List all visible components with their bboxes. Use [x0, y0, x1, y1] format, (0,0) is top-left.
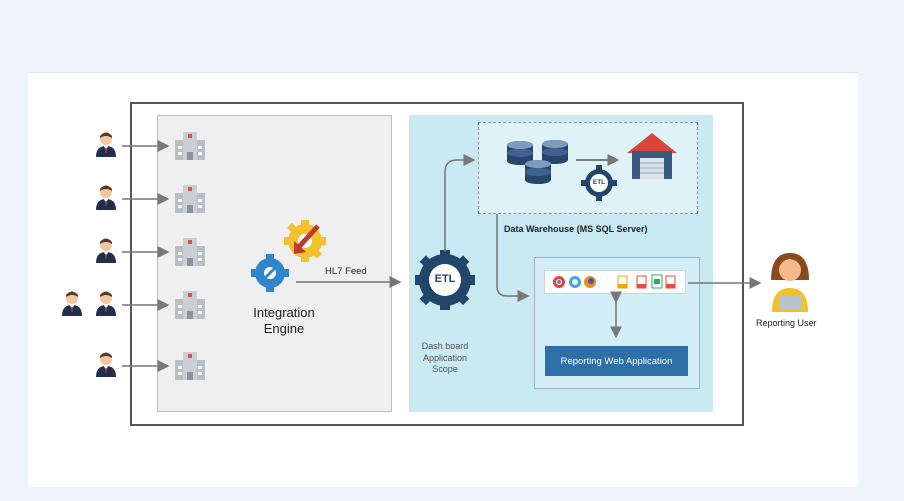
- document-icon: [665, 275, 676, 289]
- gear-icon: [251, 254, 289, 292]
- arrow: [444, 154, 476, 252]
- database-icon: [525, 160, 551, 184]
- gear-icon: [284, 220, 326, 262]
- person-icon: [96, 238, 116, 263]
- document-icon: [651, 274, 663, 289]
- gear-icon: [415, 250, 475, 310]
- etl-main-label: ETL: [434, 273, 456, 285]
- safari-icon: [569, 276, 581, 288]
- chrome-icon: [553, 276, 565, 288]
- dashboard-scope-label: Dash board Application Scope: [421, 341, 469, 374]
- reporting-user-label: Reporting User: [756, 318, 817, 328]
- person-icon: [96, 291, 116, 316]
- document-icon: [617, 275, 628, 289]
- reporting-user-icon: [771, 253, 809, 312]
- reporting-web-application-button[interactable]: Reporting Web Application: [545, 346, 688, 376]
- hospital-icon: [175, 132, 205, 160]
- warehouse-icon: [627, 133, 677, 179]
- etl-small-label: ETL: [592, 179, 606, 186]
- firefox-icon: [584, 276, 596, 288]
- hl7-feed-label: HL7 Feed: [325, 266, 367, 277]
- document-icon: [636, 275, 647, 289]
- person-icon: [96, 352, 116, 377]
- arrow: [496, 214, 530, 302]
- integration-engine-label: Integration Engine: [253, 305, 315, 336]
- data-warehouse-label: Data Warehouse (MS SQL Server): [504, 224, 648, 234]
- person-icon: [62, 291, 82, 316]
- hospital-icon: [175, 291, 205, 319]
- hospital-icon: [175, 352, 205, 380]
- person-icon: [96, 132, 116, 157]
- gear-icon: [581, 165, 617, 201]
- hospital-icon: [175, 185, 205, 213]
- hospital-icon: [175, 238, 205, 266]
- person-icon: [96, 185, 116, 210]
- database-icon: [542, 140, 568, 164]
